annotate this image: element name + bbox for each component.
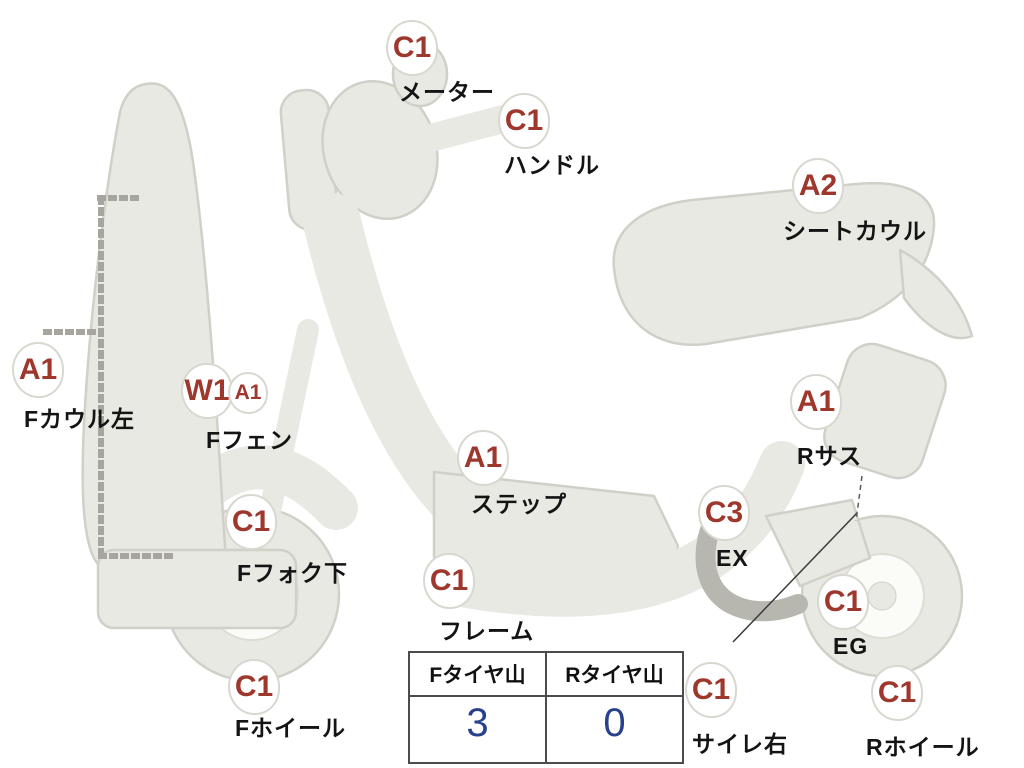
grade-badge-exhaust: C3 xyxy=(698,485,750,541)
part-label-f-fork-lower: Fフォク下 xyxy=(237,560,349,586)
grade-badge-step: A1 xyxy=(457,430,509,486)
grade-badge-f-fender-sub: A1 xyxy=(228,372,268,414)
grade-badge-f-fork-lower: C1 xyxy=(225,494,277,550)
grade-badge-r-suspension: A1 xyxy=(790,374,842,430)
grade-badge-f-fender: W1 xyxy=(181,363,233,419)
part-label-r-wheel: Rホイール xyxy=(866,734,980,760)
grade-badge-meter: C1 xyxy=(386,20,438,76)
part-label-meter: メーター xyxy=(399,79,495,105)
r-sus-dashed-line xyxy=(855,475,863,522)
grade-badge-engine: C1 xyxy=(817,574,869,630)
silencer-pointer-line xyxy=(732,512,858,643)
grade-badge-handle: C1 xyxy=(498,93,550,149)
part-label-r-suspension: Rサス xyxy=(797,443,863,469)
part-label-step: ステップ xyxy=(471,491,567,517)
tire-tread-front-value: 3 xyxy=(408,695,547,764)
tire-tread-table: Fタイヤ山 Rタイヤ山 3 0 xyxy=(408,651,684,764)
part-label-f-wheel: Fホイール xyxy=(235,715,347,741)
cowl-dashed-lines xyxy=(43,195,173,559)
grade-badge-f-wheel: C1 xyxy=(228,659,280,715)
grade-badge-r-wheel: C1 xyxy=(871,665,923,721)
grade-badge-f-cowl-left: A1 xyxy=(12,342,64,398)
part-label-f-cowl-left: Fカウル左 xyxy=(24,406,136,432)
part-label-f-fender: Fフェン xyxy=(206,427,294,453)
tire-table-header-rear: Rタイヤ山 xyxy=(545,651,684,697)
part-label-silencer-right: サイレ右 xyxy=(692,731,788,757)
part-label-engine: EG xyxy=(833,633,869,659)
tire-tread-rear-value: 0 xyxy=(545,695,684,764)
part-label-frame: フレーム xyxy=(439,618,535,644)
grade-badge-seat-cowl: A2 xyxy=(792,158,844,214)
tire-table-header-front: Fタイヤ山 xyxy=(408,651,547,697)
part-label-seat-cowl: シートカウル xyxy=(783,218,927,244)
grade-badge-silencer-right: C1 xyxy=(685,662,737,718)
grade-badge-frame: C1 xyxy=(423,553,475,609)
part-label-handle: ハンドル xyxy=(504,152,600,178)
part-label-exhaust: EX xyxy=(716,545,749,571)
